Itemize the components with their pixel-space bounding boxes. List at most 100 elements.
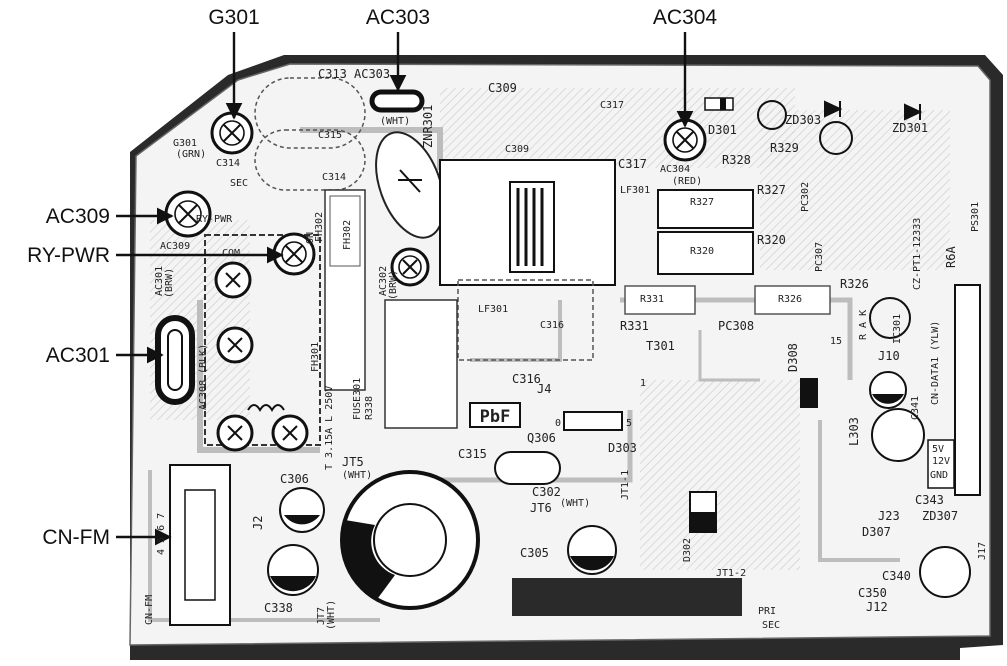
silk-c314: C314: [322, 172, 346, 183]
silk-jt6: JT6: [530, 501, 552, 515]
silk-t301: T301: [646, 339, 675, 353]
silk-ac304: AC304: [660, 164, 690, 175]
c306-band: [284, 515, 320, 525]
silk-red: (RED): [672, 176, 702, 187]
silk-ac309: AC309: [160, 241, 190, 252]
silk-fh301: FH301: [310, 342, 321, 372]
silk-j23: J23: [878, 509, 900, 523]
silk-sec: SEC: [762, 620, 780, 631]
cn-fm-pinrow: [184, 489, 216, 601]
callout-ac303: AC303: [366, 6, 430, 29]
callout-ac301: AC301: [46, 344, 110, 367]
silk-c309: C309: [488, 81, 517, 95]
silk-r331: R331: [640, 294, 664, 305]
silk-c305: C305: [520, 546, 549, 560]
callout-cn-fm: CN-FM: [42, 526, 110, 549]
callout-ac304: AC304: [653, 6, 718, 29]
r320-body: [657, 231, 754, 275]
silk-r326: R326: [840, 277, 869, 291]
silk-12v: 12V: [932, 456, 950, 467]
silk-znr301: ZNR301: [421, 105, 435, 148]
silk-com: COM: [222, 248, 240, 259]
silk-ac302: AC302: [378, 266, 389, 296]
silk-r327: R327: [690, 197, 714, 208]
silk-g301: G301: [173, 138, 197, 149]
ac303-terminal: [369, 89, 425, 113]
silk-c314: C314: [216, 158, 240, 169]
silk-cn-data1: CN-DATA1 (YLW): [930, 321, 941, 405]
silk-d301: D301: [708, 123, 737, 137]
silk-c350: C350: [858, 586, 887, 600]
silk-c343: C343: [915, 493, 944, 507]
silk-5v: 5V: [932, 444, 944, 455]
fh302-outline: [329, 195, 361, 267]
relay-terminal: [216, 326, 254, 364]
cn-data1-connector: [954, 284, 981, 496]
c314-outline: [254, 129, 366, 191]
silk-r6a: R6A: [944, 246, 958, 268]
silk-r331: R331: [620, 319, 649, 333]
silk-c317: C317: [600, 100, 624, 111]
ic301-outline: [869, 297, 911, 339]
c305-band: [570, 556, 614, 571]
silk-c309: C309: [505, 144, 529, 155]
silk-c316: C316: [540, 320, 564, 331]
silk-lf301: LF301: [478, 304, 508, 315]
q306-body: [494, 451, 561, 485]
silk-jt1-1: JT1-1: [620, 470, 631, 500]
silk-zd307: ZD307: [922, 509, 958, 523]
silk-r327: R327: [757, 183, 786, 197]
silk-brw: (BRW): [388, 270, 399, 300]
silk-j12: J12: [866, 600, 888, 614]
silk-d307: D307: [862, 525, 891, 539]
silk-jt7: JT7: [316, 607, 327, 625]
silk-c315: C315: [318, 130, 342, 141]
fuse-box: [384, 299, 458, 429]
cn-fm-connector: [169, 464, 231, 626]
silkscreen-labels: C313 AC303 (WHT) C309 C309 ZNR301 C317 C…: [144, 67, 988, 631]
c338-band: [270, 576, 316, 592]
silk-pin0: 0: [555, 418, 561, 429]
ac302-terminal: [390, 247, 430, 287]
zd303-outline: [757, 100, 787, 130]
silk-pcb-number: CZ-PT1-12333: [912, 218, 923, 290]
silk-r338: R338: [364, 396, 375, 420]
silk-rak: R A K: [858, 310, 869, 340]
relay-outline: [204, 234, 321, 446]
silk-l303: L303: [847, 417, 861, 446]
transformer-windings: [516, 188, 544, 266]
silk-r320: R320: [690, 246, 714, 257]
silk-wht: (WHT): [326, 600, 337, 630]
silk-ic301: IC301: [892, 314, 903, 344]
silk-q306: Q306: [527, 431, 556, 445]
silk-wht: (WHT): [380, 116, 410, 127]
silk-d303: D303: [608, 441, 637, 455]
silk-brw: (BRW): [164, 268, 175, 298]
silk-jt5: JT5: [342, 455, 364, 469]
silk-c340: C340: [882, 569, 911, 583]
ac301-slot: [167, 329, 183, 391]
callout-arrows: [116, 32, 694, 546]
silk-j10: J10: [878, 349, 900, 363]
silk-pin15: 15: [830, 336, 842, 347]
silk-fh302: FH302: [314, 212, 325, 242]
silk-c341: C341: [910, 396, 921, 420]
silk-j4: J4: [537, 382, 551, 396]
silk-ry-pwr: RY-PWR: [196, 214, 233, 225]
silk-fh302: FH302: [342, 220, 353, 250]
relay-terminal: [271, 414, 309, 452]
silk-c302: C302: [532, 485, 561, 499]
copper-area: [440, 88, 590, 158]
silk-r320: R320: [757, 233, 786, 247]
c306-capacitor: [279, 487, 325, 533]
silk-pc308: PC308: [718, 319, 754, 333]
silk-sec: SEC: [230, 178, 248, 189]
main-capacitor-inner: [373, 503, 447, 577]
silk-pin5: 5: [626, 418, 632, 429]
silk-fuse301: FUSE301: [352, 378, 363, 420]
callout-g301: G301: [208, 6, 259, 29]
silk-lf301: LF301: [620, 185, 650, 196]
silk-pin1: 1: [640, 378, 646, 389]
silk-ac301: AC301: [154, 266, 165, 296]
